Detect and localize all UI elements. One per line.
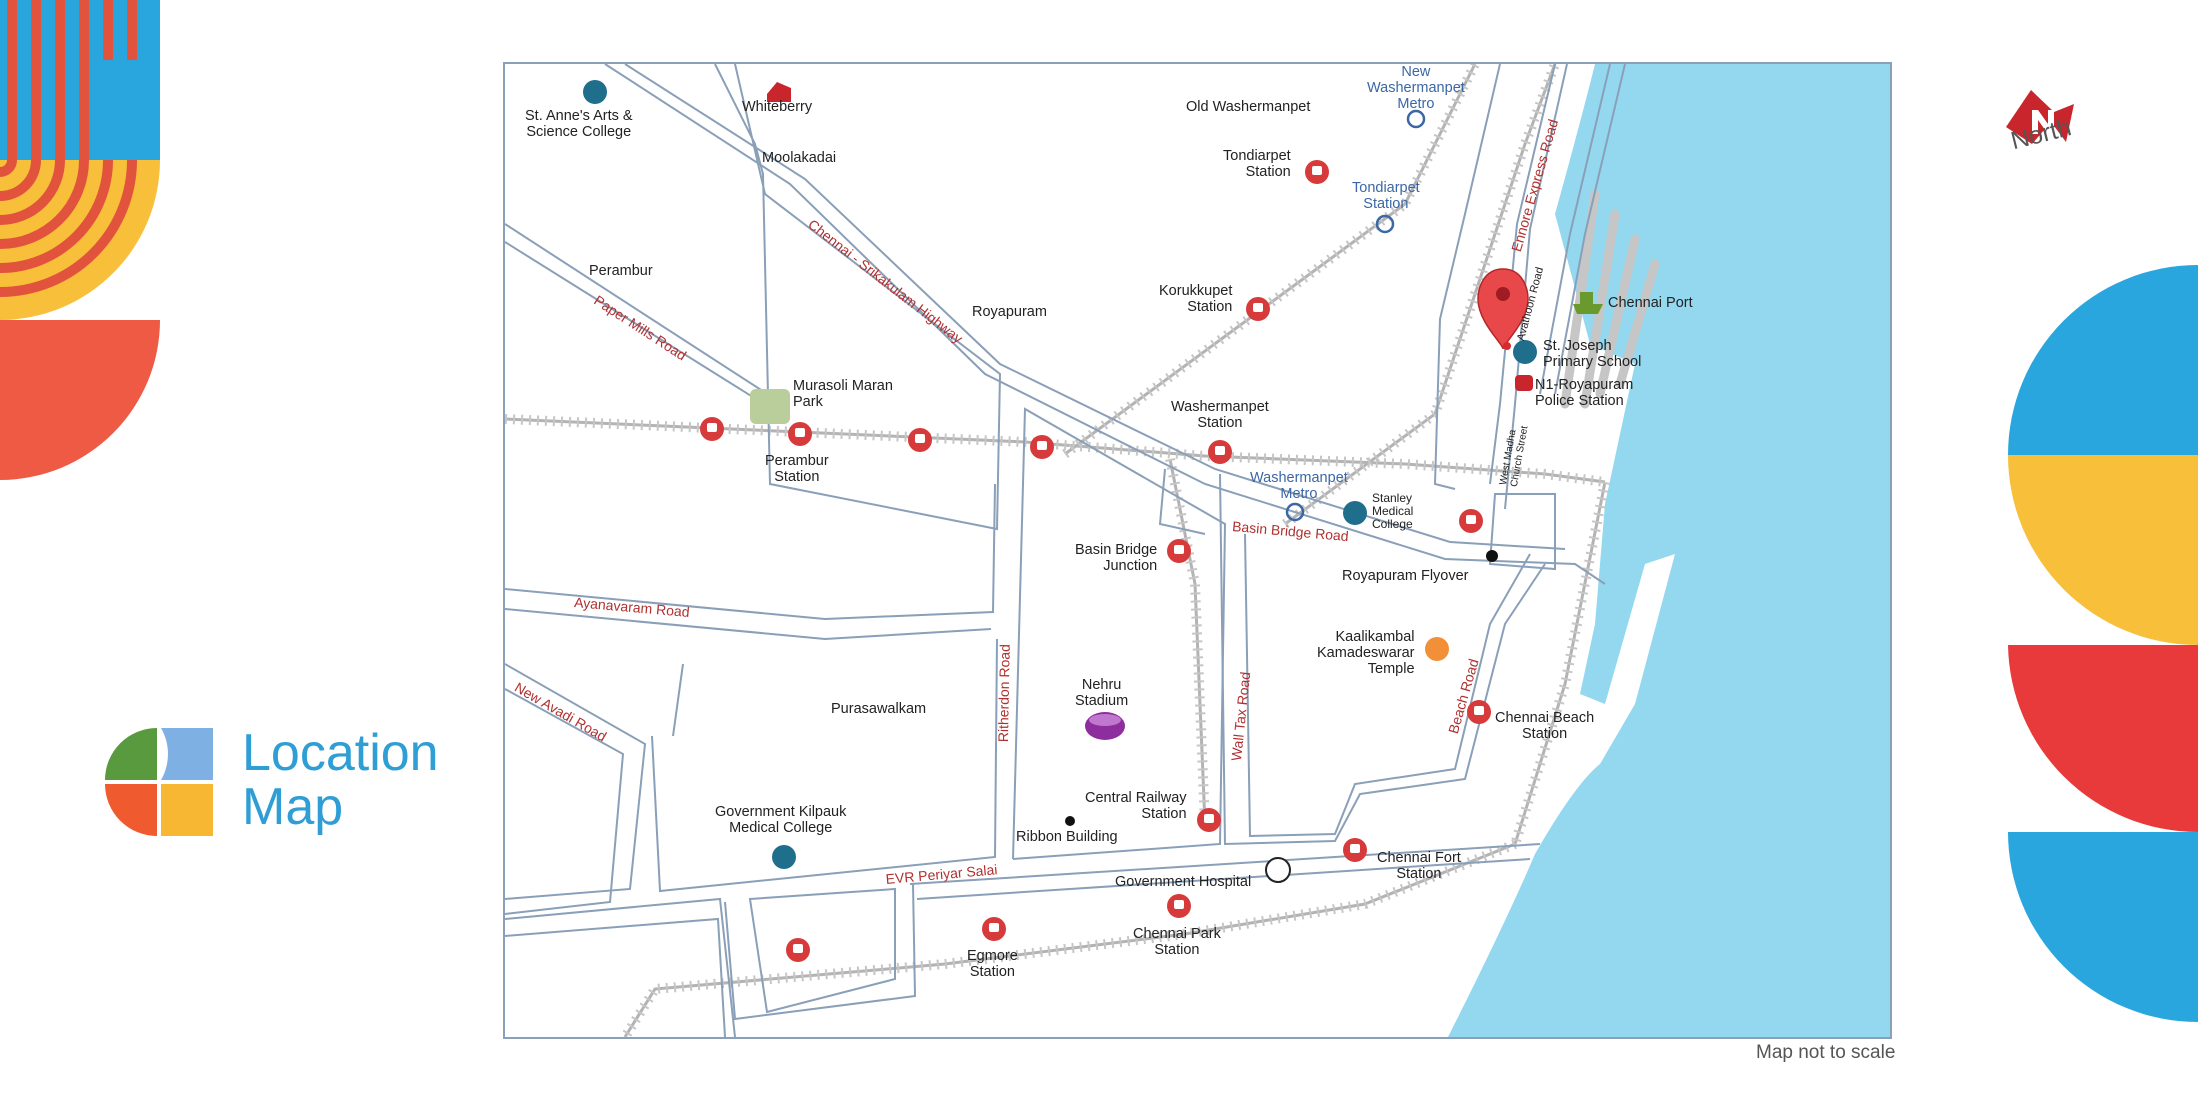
label-royapuram: Royapuram [972,304,1047,320]
title-line-1: Location [242,724,439,782]
decorative-arcs-left [0,0,160,480]
home-icon [767,82,791,102]
label-chennai-port: Chennai Port [1608,295,1693,311]
title-line-2: Map [242,778,344,836]
sea-area [1448,64,1890,1037]
label-st-annes: St. Anne's Arts &Science College [525,108,633,140]
map-canvas [505,64,1890,1037]
label-perambur: Perambur [589,263,653,279]
road-ritherdon: Ritherdon Road [995,643,1013,743]
label-purasawalkam: Purasawalkam [831,701,927,717]
scale-note: Map not to scale [1756,1042,1896,1063]
label-whiteberry: Whiteberry [742,99,813,115]
institution-icons [583,80,1537,883]
logo-icon [105,728,213,836]
page-title: Location Map [242,726,439,834]
stadium-icon [1085,712,1125,740]
murasoli-park [750,389,790,424]
location-map[interactable]: St. Anne's Arts &Science College Whitebe… [503,62,1892,1039]
ship-icon [1573,292,1603,314]
label-ribbon: Ribbon Building [1016,829,1118,845]
decorative-shapes-right [2008,265,2198,1022]
north-arrow-icon [2006,90,2074,144]
label-old-washermanpet: Old Washermanpet [1186,99,1311,115]
label-moolakadai: Moolakadai [762,150,837,166]
metro-icons [1285,109,1426,522]
location-pin-icon [1477,268,1529,350]
train-glyphs [707,166,1484,953]
label-royapuram-flyover: Royapuram Flyover [1342,568,1469,584]
label-govt-hospital: Government Hospital [1115,874,1252,890]
